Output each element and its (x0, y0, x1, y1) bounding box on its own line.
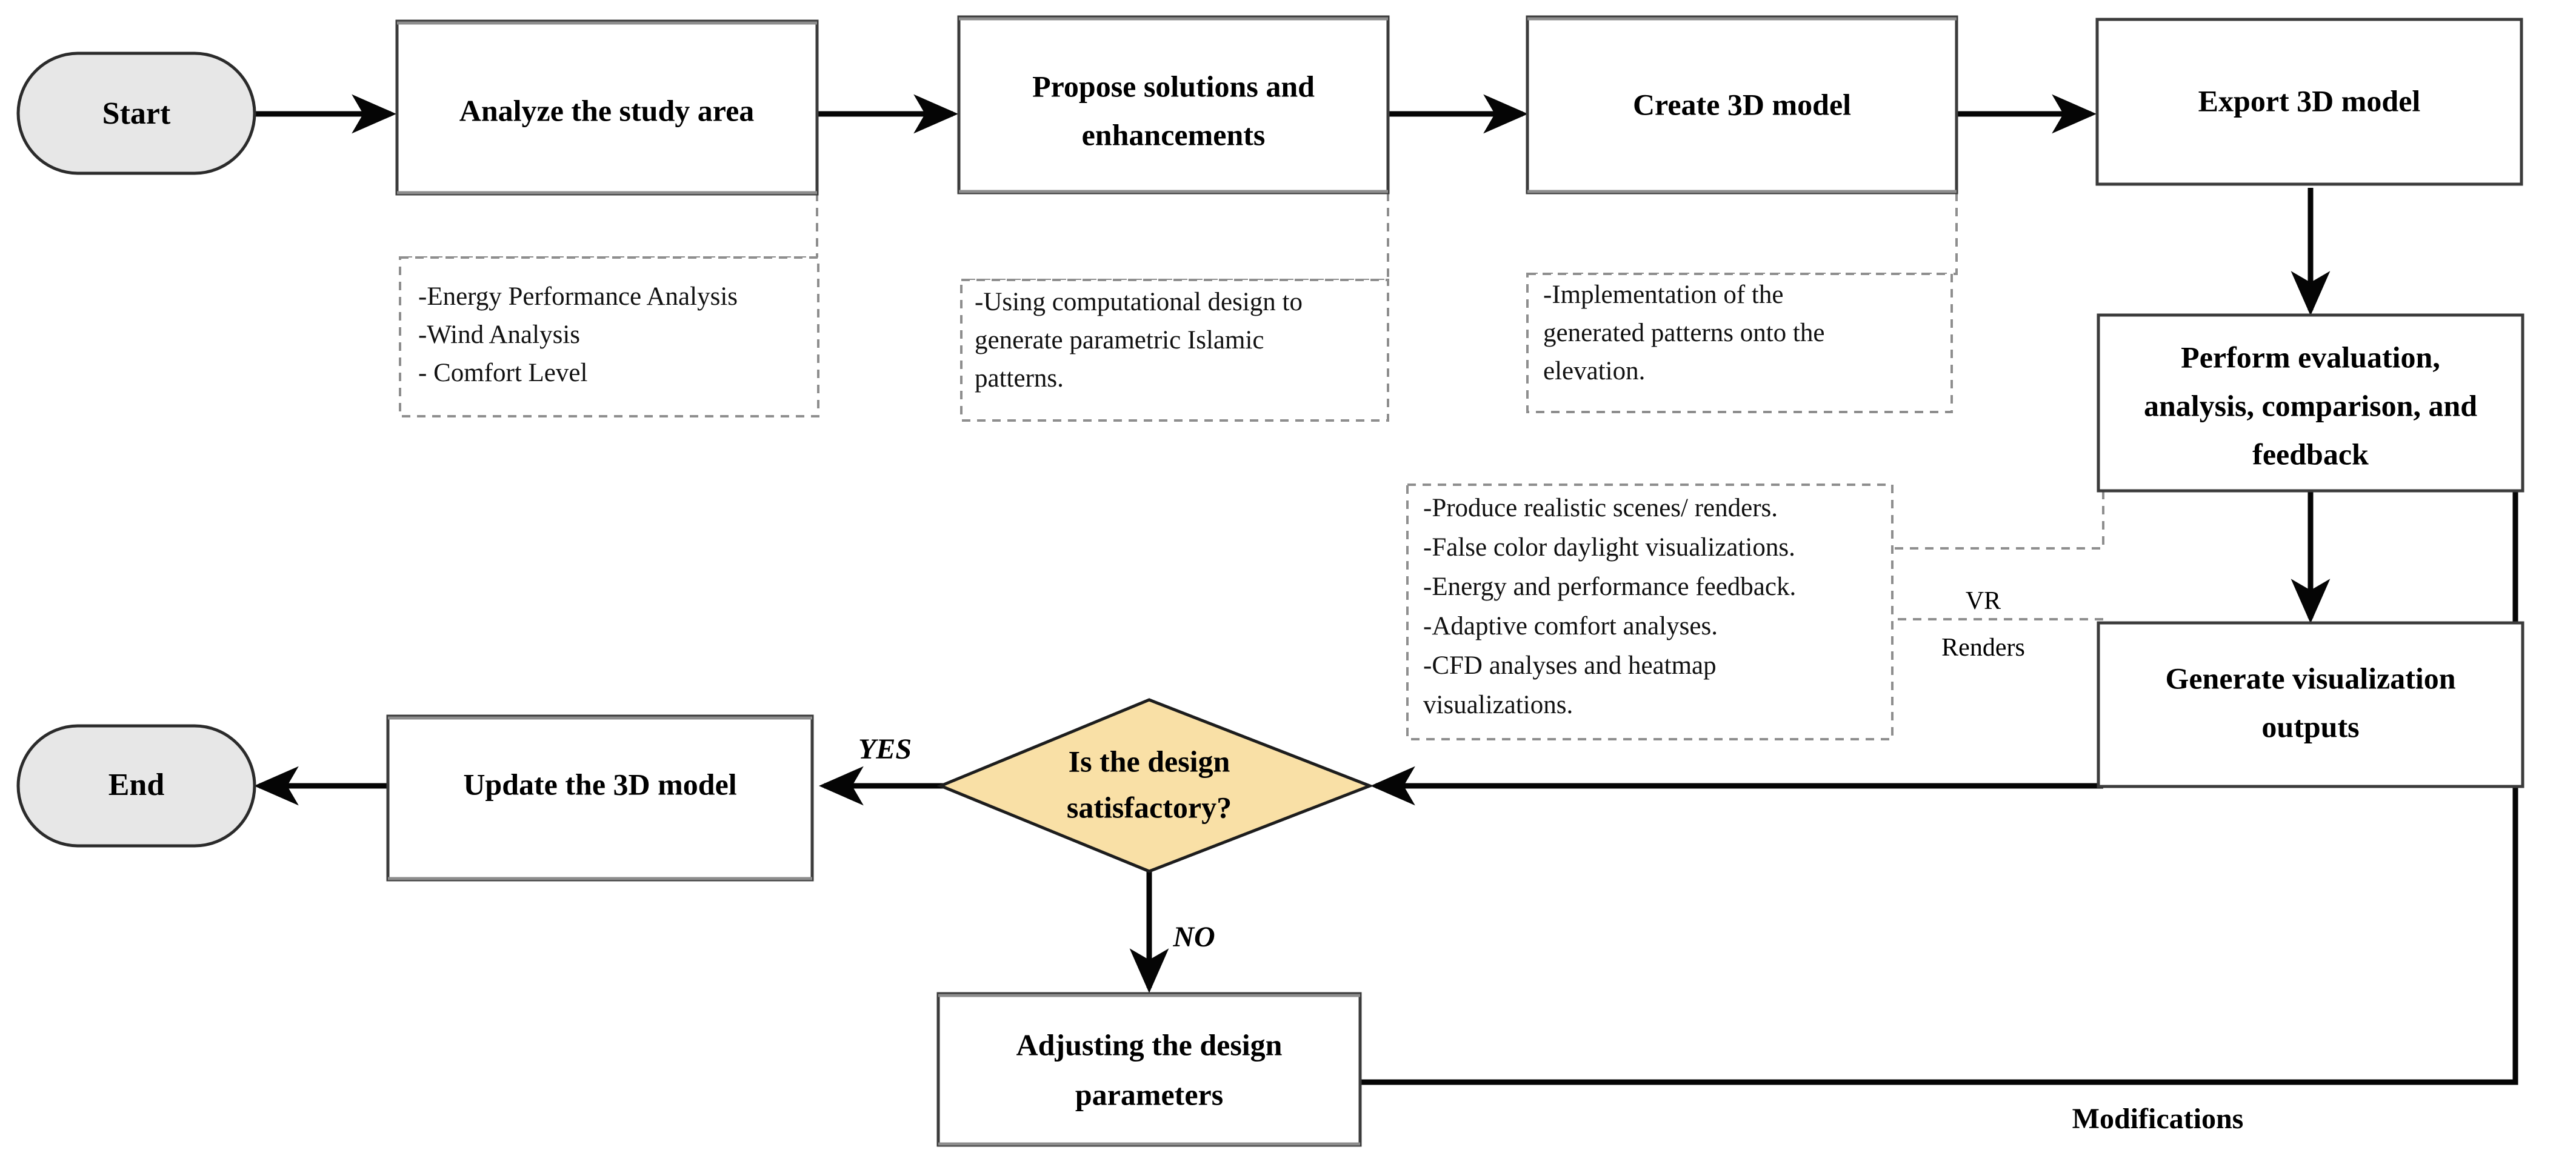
edge-label-no: NO (1172, 921, 1215, 953)
annotation-analyze-line-3: - Comfort Level (418, 359, 587, 387)
node-export-3d-model[interactable]: Export 3D model (2095, 18, 2523, 186)
annotation-viz-line-4: -Adaptive comfort analyses. (1423, 612, 1718, 640)
node-create-label: Create 3D model (1633, 87, 1851, 121)
annotation-propose-line-3: patterns. (975, 364, 1064, 393)
annotation-visualization-notes: -Produce realistic scenes/ renders. -Fal… (1406, 484, 1894, 740)
node-propose-label-line2: enhancements (1082, 118, 1266, 151)
node-perform-label-line3: feedback (2252, 437, 2369, 471)
node-end-label: End (108, 768, 165, 802)
node-end[interactable]: End (16, 724, 256, 848)
node-generate-label-line1: Generate visualization (2165, 661, 2455, 695)
node-analyze-study-area[interactable]: Analyze the study area (395, 19, 819, 196)
annotation-create-notes: -Implementation of the generated pattern… (1526, 273, 1953, 413)
node-perform-label-line2: analysis, comparison, and (2144, 388, 2477, 422)
node-perform-label-line1: Perform evaluation, (2181, 340, 2440, 374)
annotation-viz-line-1: -Produce realistic scenes/ renders. (1423, 494, 1778, 522)
node-analyze-label: Analyze the study area (459, 93, 755, 127)
node-perform-evaluation[interactable]: Perform evaluation, analysis, comparison… (2097, 313, 2524, 493)
node-start-label: Start (102, 96, 171, 131)
annotation-analyze-notes: -Energy Performance Analysis -Wind Analy… (399, 256, 819, 417)
dash-connector-propose-note (961, 193, 1389, 281)
dash-connector-generate-note (1860, 618, 2103, 739)
node-update-label: Update the 3D model (463, 767, 736, 801)
annotation-viz-line-6: visualizations. (1423, 691, 1573, 719)
dash-connector-analyze-note (400, 193, 818, 259)
annotation-viz-line-3: -Energy and performance feedback. (1423, 573, 1796, 601)
annotation-create-line-3: elevation. (1543, 357, 1645, 385)
node-start[interactable]: Start (16, 52, 256, 175)
node-adjust-label-line2: parameters (1075, 1077, 1223, 1111)
edge-label-vr: VR (1966, 587, 2001, 615)
node-propose-solutions[interactable]: Propose solutions and enhancements (957, 15, 1390, 194)
annotation-propose-line-1: -Using computational design to (975, 288, 1303, 316)
annotation-create-line-1: -Implementation of the (1543, 281, 1783, 309)
node-decision-is-design-satisfactory[interactable]: Is the design satisfactory? (936, 698, 1374, 873)
node-export-label: Export 3D model (2198, 84, 2421, 118)
dash-connector-create-note (1527, 193, 1958, 275)
annotation-create-line-2: generated patterns onto the (1543, 319, 1824, 347)
node-decision-label-line1: Is the design (1069, 744, 1230, 778)
edge-label-modifications: Modifications (2072, 1103, 2244, 1135)
dash-connector-perform-note (1890, 491, 2104, 550)
node-adjusting-design-parameters[interactable]: Adjusting the design parameters (936, 992, 1362, 1147)
node-generate-label-line2: outputs (2261, 710, 2359, 743)
edge-label-yes: YES (858, 733, 912, 765)
node-adjust-label-line1: Adjusting the design (1016, 1028, 1283, 1062)
annotation-viz-line-5: -CFD analyses and heatmap (1423, 651, 1717, 680)
annotation-analyze-line-1: -Energy Performance Analysis (418, 282, 738, 311)
node-propose-label-line1: Propose solutions and (1032, 69, 1315, 103)
edge-label-renders: Renders (1941, 634, 2025, 662)
annotation-analyze-line-2: -Wind Analysis (418, 321, 580, 349)
node-generate-visualization[interactable]: Generate visualization outputs (2097, 621, 2524, 788)
node-create-3d-model[interactable]: Create 3D model (1526, 15, 1958, 194)
node-decision-label-line2: satisfactory? (1067, 790, 1232, 824)
annotation-propose-line-2: generate parametric Islamic (975, 326, 1264, 354)
annotation-viz-line-2: -False color daylight visualizations. (1423, 533, 1795, 562)
node-update-3d-model[interactable]: Update the 3D model (386, 714, 814, 882)
annotation-propose-notes: -Using computational design to generate … (960, 279, 1389, 422)
